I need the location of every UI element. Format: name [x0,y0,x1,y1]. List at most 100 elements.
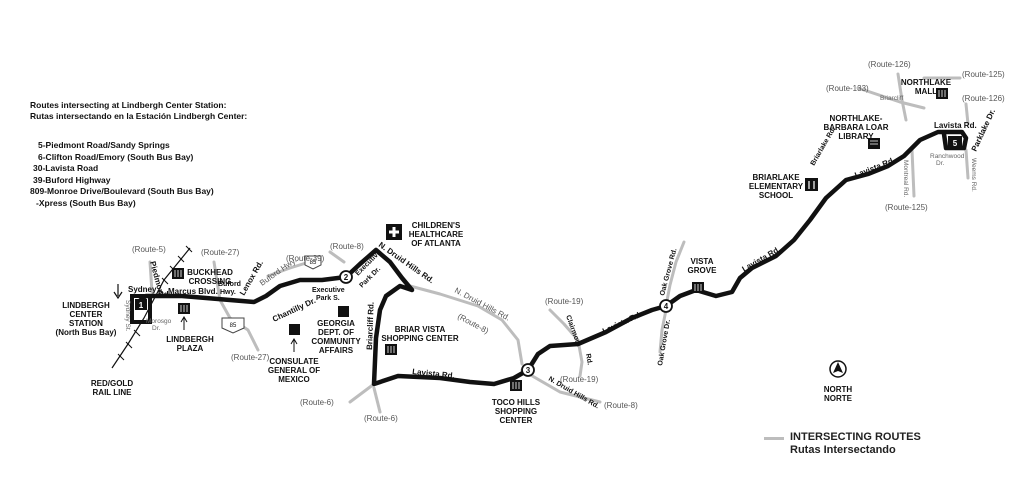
georgia-dca: GEORGIA DEPT. OF COMMUNITY AFFAIRS [311,306,361,355]
buckhead-crossing: BUCKHEAD CROSSING [172,268,233,286]
svg-text:85: 85 [230,323,237,329]
intersecting-routes-header: Routes intersecting at Lindbergh Center … [30,100,247,122]
route-ref-133: (Route-133) [826,84,869,93]
gray-route-125-bottom [910,148,916,198]
route-ref-8-lower: (Route-8) [604,401,638,410]
street-executive: Executive [312,287,345,294]
route-ref-6a: (Route-6) [300,398,334,407]
route-30-line [135,129,969,387]
route-ref-125-bottom: (Route-125) [885,203,928,212]
street-clairmont-rd: Rd. [584,353,593,365]
northlake-mall: NORTHLAKE MALL [901,78,952,99]
legend-text: INTERSECTING ROUTES Rutas Intersectando [790,431,921,457]
svg-text:VISTA: VISTA [691,257,714,266]
street-briarlake: Briarlake Rd. [810,126,838,167]
street-oak-grove-dr: Oak Grove Dr. [657,319,672,366]
svg-text:STATION: STATION [69,319,103,328]
street-parklake: Parklake Dr. [970,108,998,153]
svg-text:LIBRARY: LIBRARY [838,132,874,141]
svg-text:BRIAR VISTA: BRIAR VISTA [395,325,446,334]
street-lavista-5: Lavista Rd. [934,121,977,130]
street-sydney: Sydney [128,285,157,294]
gray-route-8-lower [520,368,602,404]
svg-text:GENERAL OF: GENERAL OF [268,366,320,375]
street-executive-2: Park S. [316,295,340,302]
svg-text:CENTER: CENTER [70,310,103,319]
building-icon [338,306,349,317]
svg-text:MALL: MALL [915,87,937,96]
svg-text:TOCO HILLS: TOCO HILLS [492,398,541,407]
street-lavista-4: Lavista Rd. [853,156,896,180]
route-ref-19-bottom: (Route-19) [560,375,599,384]
briar-vista-shopping-center: BRIAR VISTA SHOPPING CENTER [381,325,459,355]
route-list-item: 6-Clifton Road/Emory (South Bus Bay) [38,151,194,162]
route-ref-125-top: (Route-125) [962,70,1005,79]
childrens-healthcare: CHILDREN'S HEALTHCARE OF ATLANTA [386,221,464,248]
street-montreal: Montreal Rd. [902,160,909,197]
gray-route-6b [372,386,382,414]
street-weems: Weems Rd. [970,158,977,192]
timepoint-2: 2 [339,270,353,284]
svg-text:DEPT. OF: DEPT. OF [318,328,354,337]
lindbergh-station-marker: 1 [113,284,152,324]
intersecting-routes-list: 5-Piedmont Road/Sandy Springs 6-Clifton … [30,140,214,209]
street-lavista-1: Lavista Rd. [412,367,455,380]
route-ref-8-top: (Route-8) [330,242,364,251]
svg-text:RAIL LINE: RAIL LINE [93,388,133,397]
arrow-icon [290,338,298,352]
route-ref-126-right: (Route-126) [962,94,1005,103]
street-sydney-st: Sydney St. [124,300,131,332]
red-gold-rail-line-label: RED/GOLD RAIL LINE [91,379,133,397]
street-marcus: Marcus Blvd. [168,287,218,296]
arrow-icon [180,316,188,330]
street-buford: Buford [218,281,241,288]
svg-text:5: 5 [953,139,958,148]
gray-route-39 [266,261,308,278]
svg-text:NORTE: NORTE [824,394,853,403]
svg-text:BARBARA LOAR: BARBARA LOAR [823,123,888,132]
lindbergh-center-station-label: LINDBERGH CENTER STATION (North Bus Bay) [56,301,117,337]
route-ref-6b: (Route-6) [364,414,398,423]
street-lavista-3: Lavista Rd. [741,245,782,274]
street-briarcliff-n: Briarcliff [880,95,904,102]
vista-grove: VISTA GROVE [688,257,718,293]
legend-subtitle: Rutas Intersectando [790,444,896,456]
svg-text:RED/GOLD: RED/GOLD [91,379,133,388]
svg-text:85: 85 [310,260,317,266]
interstate-85-right: 85 [304,255,322,270]
gray-route-126-top [896,72,908,122]
route-ref-39: (Route-39) [286,254,325,263]
svg-text:CHILDREN'S: CHILDREN'S [412,221,461,230]
library-icon [868,138,880,149]
route-ref-27-bottom: (Route-27) [231,353,270,362]
gray-route-5 [148,260,154,294]
svg-text:MEXICO: MEXICO [278,375,310,384]
gray-route-8-druid [408,284,524,366]
street-lavista-2: Lavista Rd. [601,310,643,336]
svg-text:SHOPPING CENTER: SHOPPING CENTER [381,334,459,343]
svg-text:CENTER: CENTER [500,416,533,425]
consulate-general-of-mexico: CONSULATE GENERAL OF MEXICO [268,324,320,384]
street-piedmont-rd: Rd. [158,290,171,299]
lindbergh-plaza: LINDBERGH PLAZA [166,303,214,353]
svg-text:SCHOOL: SCHOOL [759,191,793,200]
route-list-item: 39-Buford Highway [33,174,111,185]
gray-route-133 [856,86,926,110]
svg-text:NORTHLAKE-: NORTHLAKE- [830,114,883,123]
northlake-barbara-loar-library: NORTHLAKE- BARBARA LOAR LIBRARY [823,114,889,149]
street-buford-2: Hwy. [220,289,236,296]
route-ref-126-top: (Route-126) [868,60,911,69]
toco-hills-shopping-center: TOCO HILLS SHOPPING CENTER [492,380,541,425]
route-ref-5: (Route-5) [132,245,166,254]
svg-text:GEORGIA: GEORGIA [317,319,355,328]
svg-text:AFFAIRS: AFFAIRS [319,346,354,355]
route-ref-8-druid: (Route-8) [456,312,490,336]
svg-text:GROVE: GROVE [688,266,718,275]
route-ref-19-top: (Route-19) [545,297,584,306]
gray-route-6a [348,382,376,404]
gray-route-19 [548,308,584,378]
street-chantilly: Chantilly Dr. [271,296,317,324]
north-arrow: NORTH NORTE [824,360,853,403]
svg-text:LINDBERGH: LINDBERGH [62,301,110,310]
